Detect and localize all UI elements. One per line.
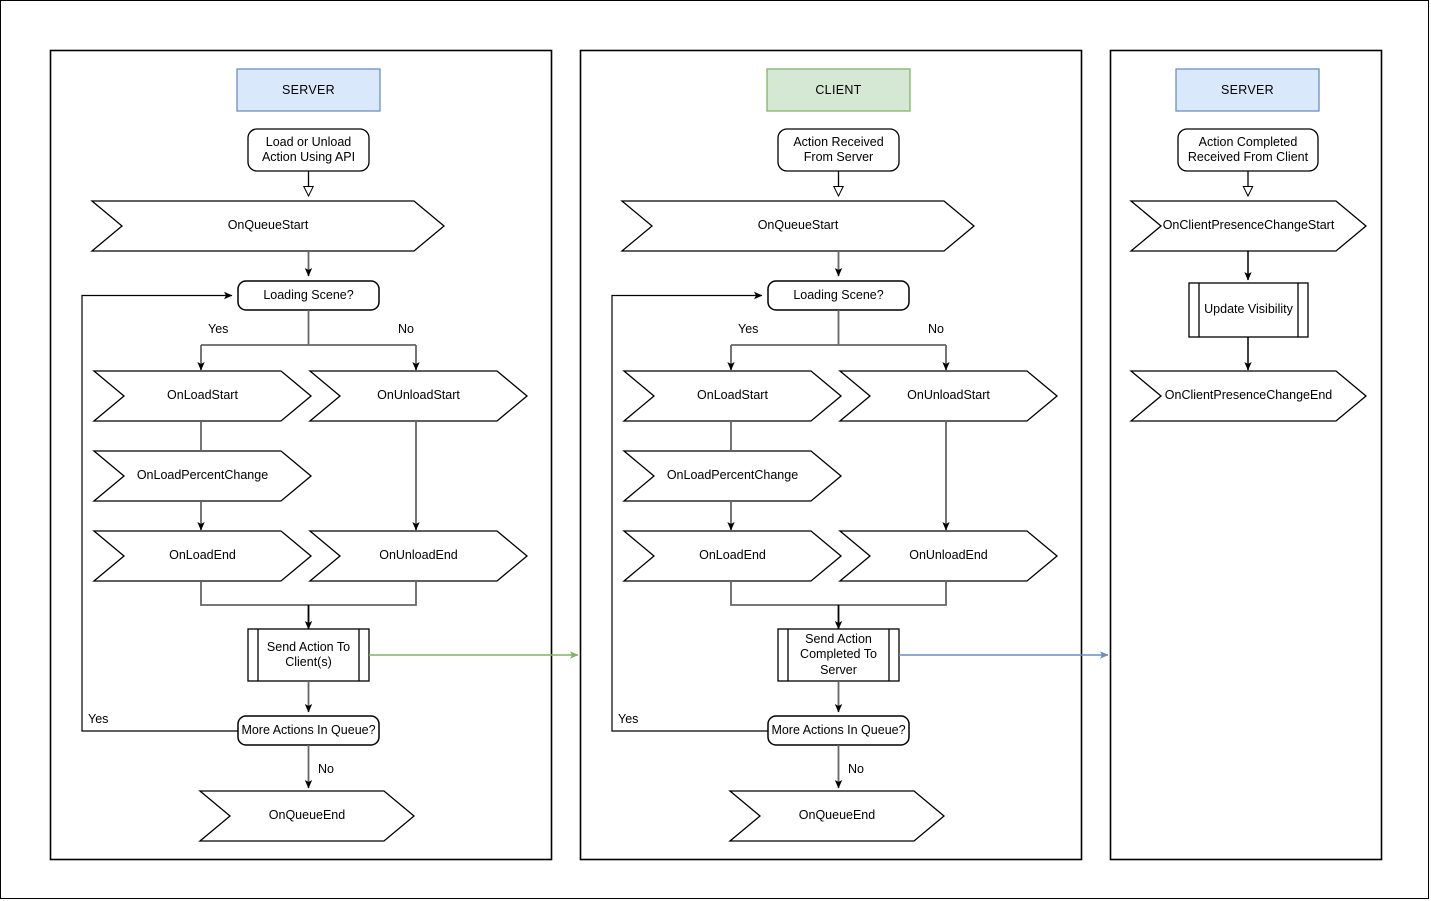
edge-label-no-exit-2: No xyxy=(848,762,864,776)
edge-label-no-exit-1: No xyxy=(318,762,334,776)
edge-label-yes-loop-1: Yes xyxy=(88,712,109,726)
edge-label-no-branch-1: No xyxy=(398,322,414,336)
lane-header-label-server-left: SERVER xyxy=(282,83,335,97)
edge-label-yes-branch-1: Yes xyxy=(208,322,229,336)
edge-label-yes-branch-2: Yes xyxy=(738,322,759,336)
lane-header-label-server-right: SERVER xyxy=(1221,83,1274,97)
lane-header-label-client: CLIENT xyxy=(815,83,862,97)
edge-label-yes-loop-2: Yes xyxy=(618,712,639,726)
edge-label-no-branch-2: No xyxy=(928,322,944,336)
